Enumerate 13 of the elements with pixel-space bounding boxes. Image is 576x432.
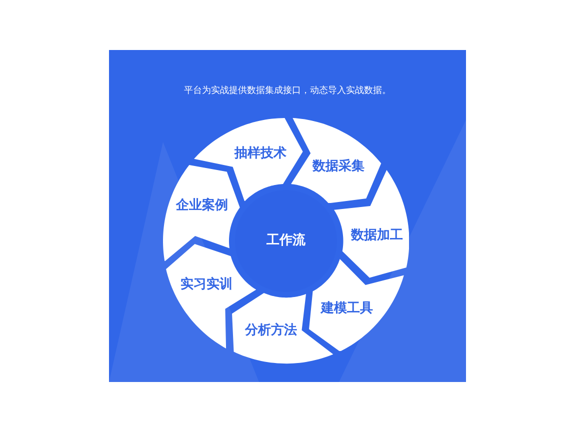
ring-segment xyxy=(163,165,240,262)
segment-label: 分析方法 xyxy=(245,322,298,339)
title-text: 平台为实战提供数据集成接口，动态导入实战数据。 xyxy=(184,85,391,97)
segment-label: 企业案例 xyxy=(176,198,228,214)
ring-segment xyxy=(232,293,333,364)
ring-segment xyxy=(309,258,404,352)
segment-label: 实习实训 xyxy=(180,277,232,294)
segment-label: 抽样技术 xyxy=(234,146,286,162)
segment-label: 数据采集 xyxy=(312,158,364,175)
circle-label: 工作流 xyxy=(266,233,306,249)
segment-label: 建模工具 xyxy=(320,300,373,317)
ring-segment xyxy=(291,118,382,204)
segment-label: 数据加工 xyxy=(350,228,403,244)
